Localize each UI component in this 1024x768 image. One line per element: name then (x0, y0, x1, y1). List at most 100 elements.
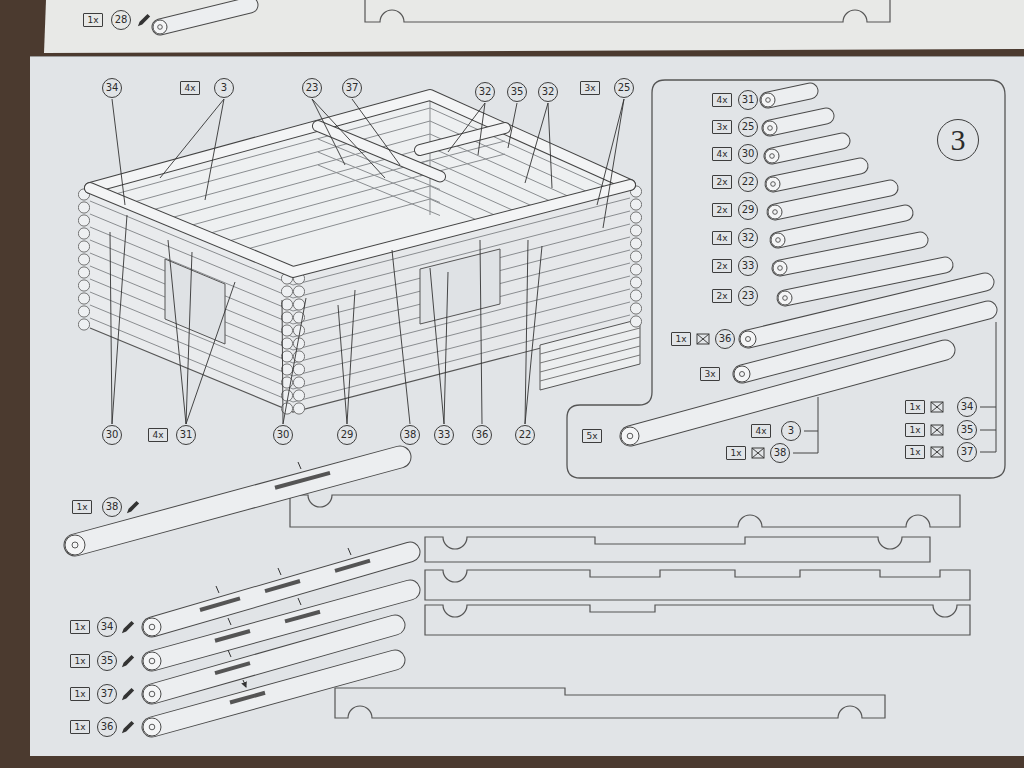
log-part (621, 350, 945, 445)
quantity-text: 4x (716, 150, 727, 159)
partition-log-outline (318, 126, 505, 177)
quantity-text: 4x (184, 84, 195, 93)
log-profile (365, 0, 890, 22)
callout-circle: 38 (400, 425, 420, 445)
quantity-box: 4x (712, 147, 732, 161)
log-body (772, 141, 842, 156)
icon-frame (931, 425, 943, 435)
slot-marks (200, 473, 370, 703)
callout-circle: 31 (176, 425, 196, 445)
callout-number: 35 (961, 425, 974, 435)
log-outline (75, 457, 400, 545)
callout-number: 37 (961, 447, 974, 457)
log-part (65, 457, 400, 555)
cross-box-icon (697, 334, 709, 344)
callout-number: 25 (618, 83, 631, 93)
log-end (778, 291, 792, 305)
quantity-text: 1x (909, 403, 920, 412)
quantity-box: 1x (83, 13, 103, 27)
callout-number: 22 (742, 177, 755, 187)
log-part (765, 141, 842, 163)
callout-circle: 35 (507, 82, 527, 102)
pencil-icon (122, 655, 134, 667)
quantity-text: 1x (74, 623, 85, 632)
quantity-text: 4x (755, 427, 766, 436)
quantity-text: 3x (704, 370, 715, 379)
dowel-hole (149, 624, 155, 630)
callout-circle: 38 (770, 443, 790, 463)
callout-number: 29 (742, 205, 755, 215)
step-circle: 3 (937, 119, 979, 161)
dowel-hole (627, 433, 633, 439)
callout-number: 38 (404, 430, 417, 440)
callout-number: 3 (221, 83, 227, 93)
callout-circle: 36 (472, 425, 492, 445)
quantity-text: 2x (716, 178, 727, 187)
log-body (770, 116, 826, 128)
quantity-box: 2x (712, 175, 732, 189)
log-part (766, 166, 860, 191)
quantity-box: 4x (751, 424, 771, 438)
callout-number: 28 (115, 15, 128, 25)
log-outline (160, 5, 250, 27)
log-body (773, 166, 860, 184)
cross-box-icon (752, 448, 764, 458)
log-profile (425, 537, 930, 562)
quantity-text: 1x (909, 448, 920, 457)
icon-cross (931, 402, 943, 412)
quantity-box: 2x (712, 259, 732, 273)
log-body (160, 5, 250, 27)
callout-number: 38 (106, 502, 119, 512)
cross-box-icon (931, 425, 943, 435)
callout-number: 22 (519, 430, 532, 440)
callout-circle: 32 (475, 82, 495, 102)
log-profile (425, 570, 970, 600)
log-end (143, 718, 161, 736)
quantity-text: 1x (74, 657, 85, 666)
callout-number: 32 (542, 87, 555, 97)
log-part (143, 660, 395, 736)
quantity-text: 1x (74, 723, 85, 732)
top-log (90, 185, 630, 272)
callout-number: 34 (101, 622, 114, 632)
log-outline (775, 188, 890, 212)
quantity-box: 1x (905, 400, 925, 414)
log-part (763, 116, 826, 135)
deck-planks (540, 328, 640, 381)
cross-box-icon (931, 402, 943, 412)
dowel-hole (72, 542, 78, 548)
callout-number: 36 (719, 334, 732, 344)
quantity-text: 2x (716, 206, 727, 215)
callout-number: 29 (341, 430, 354, 440)
log-profile (425, 605, 970, 635)
callout-circle: 36 (97, 717, 117, 737)
quantity-text: 1x (74, 690, 85, 699)
top-log (90, 95, 630, 188)
quantity-text: 1x (730, 449, 741, 458)
callout-number: 34 (961, 402, 974, 412)
slot-arrows (216, 462, 351, 687)
top-log-outline (90, 185, 630, 272)
icon-frame (931, 447, 943, 457)
pencil-icon (127, 501, 139, 513)
log-end (765, 149, 779, 163)
corner-log-ends (78, 188, 90, 331)
log-end (773, 261, 787, 275)
callout-circle: 37 (342, 78, 362, 98)
callout-number: 37 (101, 689, 114, 699)
partition-log (318, 126, 505, 177)
porch-deck (540, 319, 640, 390)
callout-circle: 38 (102, 497, 122, 517)
pencil-icon (138, 14, 150, 26)
callout-number: 23 (742, 291, 755, 301)
callout-number: 35 (511, 87, 524, 97)
quantity-text: 3x (584, 84, 595, 93)
quantity-text: 2x (716, 262, 727, 271)
log-end (143, 685, 161, 703)
dowel-hole (149, 724, 155, 730)
log-end (768, 205, 782, 219)
log-outline (780, 240, 920, 268)
quantity-text: 1x (76, 503, 87, 512)
